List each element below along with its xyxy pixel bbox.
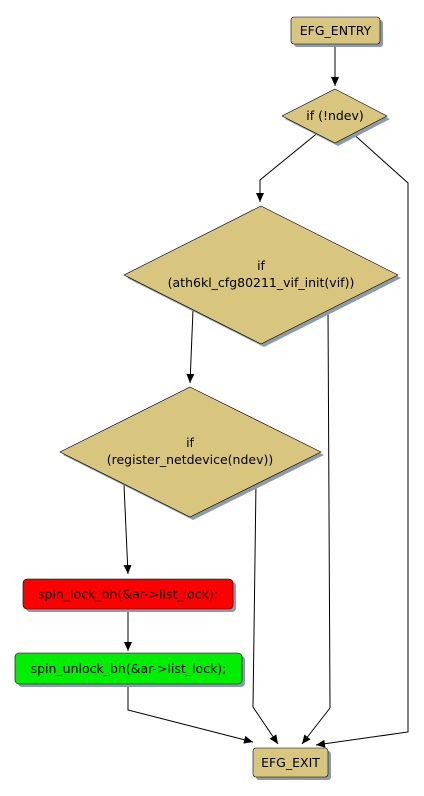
vif-init-label-expr: (ath6kl_cfg80211_vif_init(vif)) bbox=[168, 275, 355, 290]
edges bbox=[123, 45, 409, 748]
spin-lock-box bbox=[22, 578, 234, 610]
vif-init-diamond bbox=[123, 205, 399, 345]
edge-register-to-exit bbox=[252, 482, 279, 745]
node-spin-unlock[interactable]: spin_unlock_bh(&ar->list_lock); bbox=[14, 652, 243, 685]
register-diamond bbox=[59, 386, 322, 518]
spin-lock-label: spin_lock_bh(&ar->list_lock); bbox=[38, 587, 218, 602]
node-spin-lock[interactable]: spin_lock_bh(&ar->list_lock); bbox=[22, 578, 234, 610]
edge-vif-init-to-register bbox=[186, 309, 195, 384]
exit-box bbox=[252, 747, 329, 778]
edge-ndev-to-exit bbox=[315, 130, 409, 748]
register-label-if: if bbox=[186, 435, 194, 450]
ndev-diamond bbox=[281, 88, 388, 144]
entry-label: EFG_ENTRY bbox=[300, 23, 372, 38]
edge-ndev-to-vif-init bbox=[256, 130, 321, 202]
register-label-expr: (register_netdevice(ndev)) bbox=[107, 452, 273, 467]
spin-unlock-box bbox=[14, 652, 243, 685]
spin-unlock-label: spin_unlock_bh(&ar->list_lock); bbox=[31, 661, 227, 676]
edge-register-to-spin-lock bbox=[123, 484, 132, 575]
exit-label: EFG_EXIT bbox=[261, 755, 320, 770]
node-cond-register[interactable]: if (register_netdevice(ndev)) bbox=[59, 386, 322, 518]
node-efg-exit[interactable]: EFG_EXIT bbox=[252, 747, 329, 778]
node-cond-ndev[interactable]: if (!ndev) bbox=[281, 88, 388, 144]
node-cond-vif-init[interactable]: if (ath6kl_cfg80211_vif_init(vif)) bbox=[123, 205, 399, 345]
entry-box bbox=[290, 16, 381, 45]
edge-spin-unlock-to-exit bbox=[127, 685, 254, 744]
ndev-label: if (!ndev) bbox=[306, 108, 364, 123]
edge-vif-init-to-exit bbox=[301, 309, 331, 745]
node-efg-entry[interactable]: EFG_ENTRY bbox=[290, 16, 381, 45]
vif-init-label-if: if bbox=[257, 258, 265, 273]
